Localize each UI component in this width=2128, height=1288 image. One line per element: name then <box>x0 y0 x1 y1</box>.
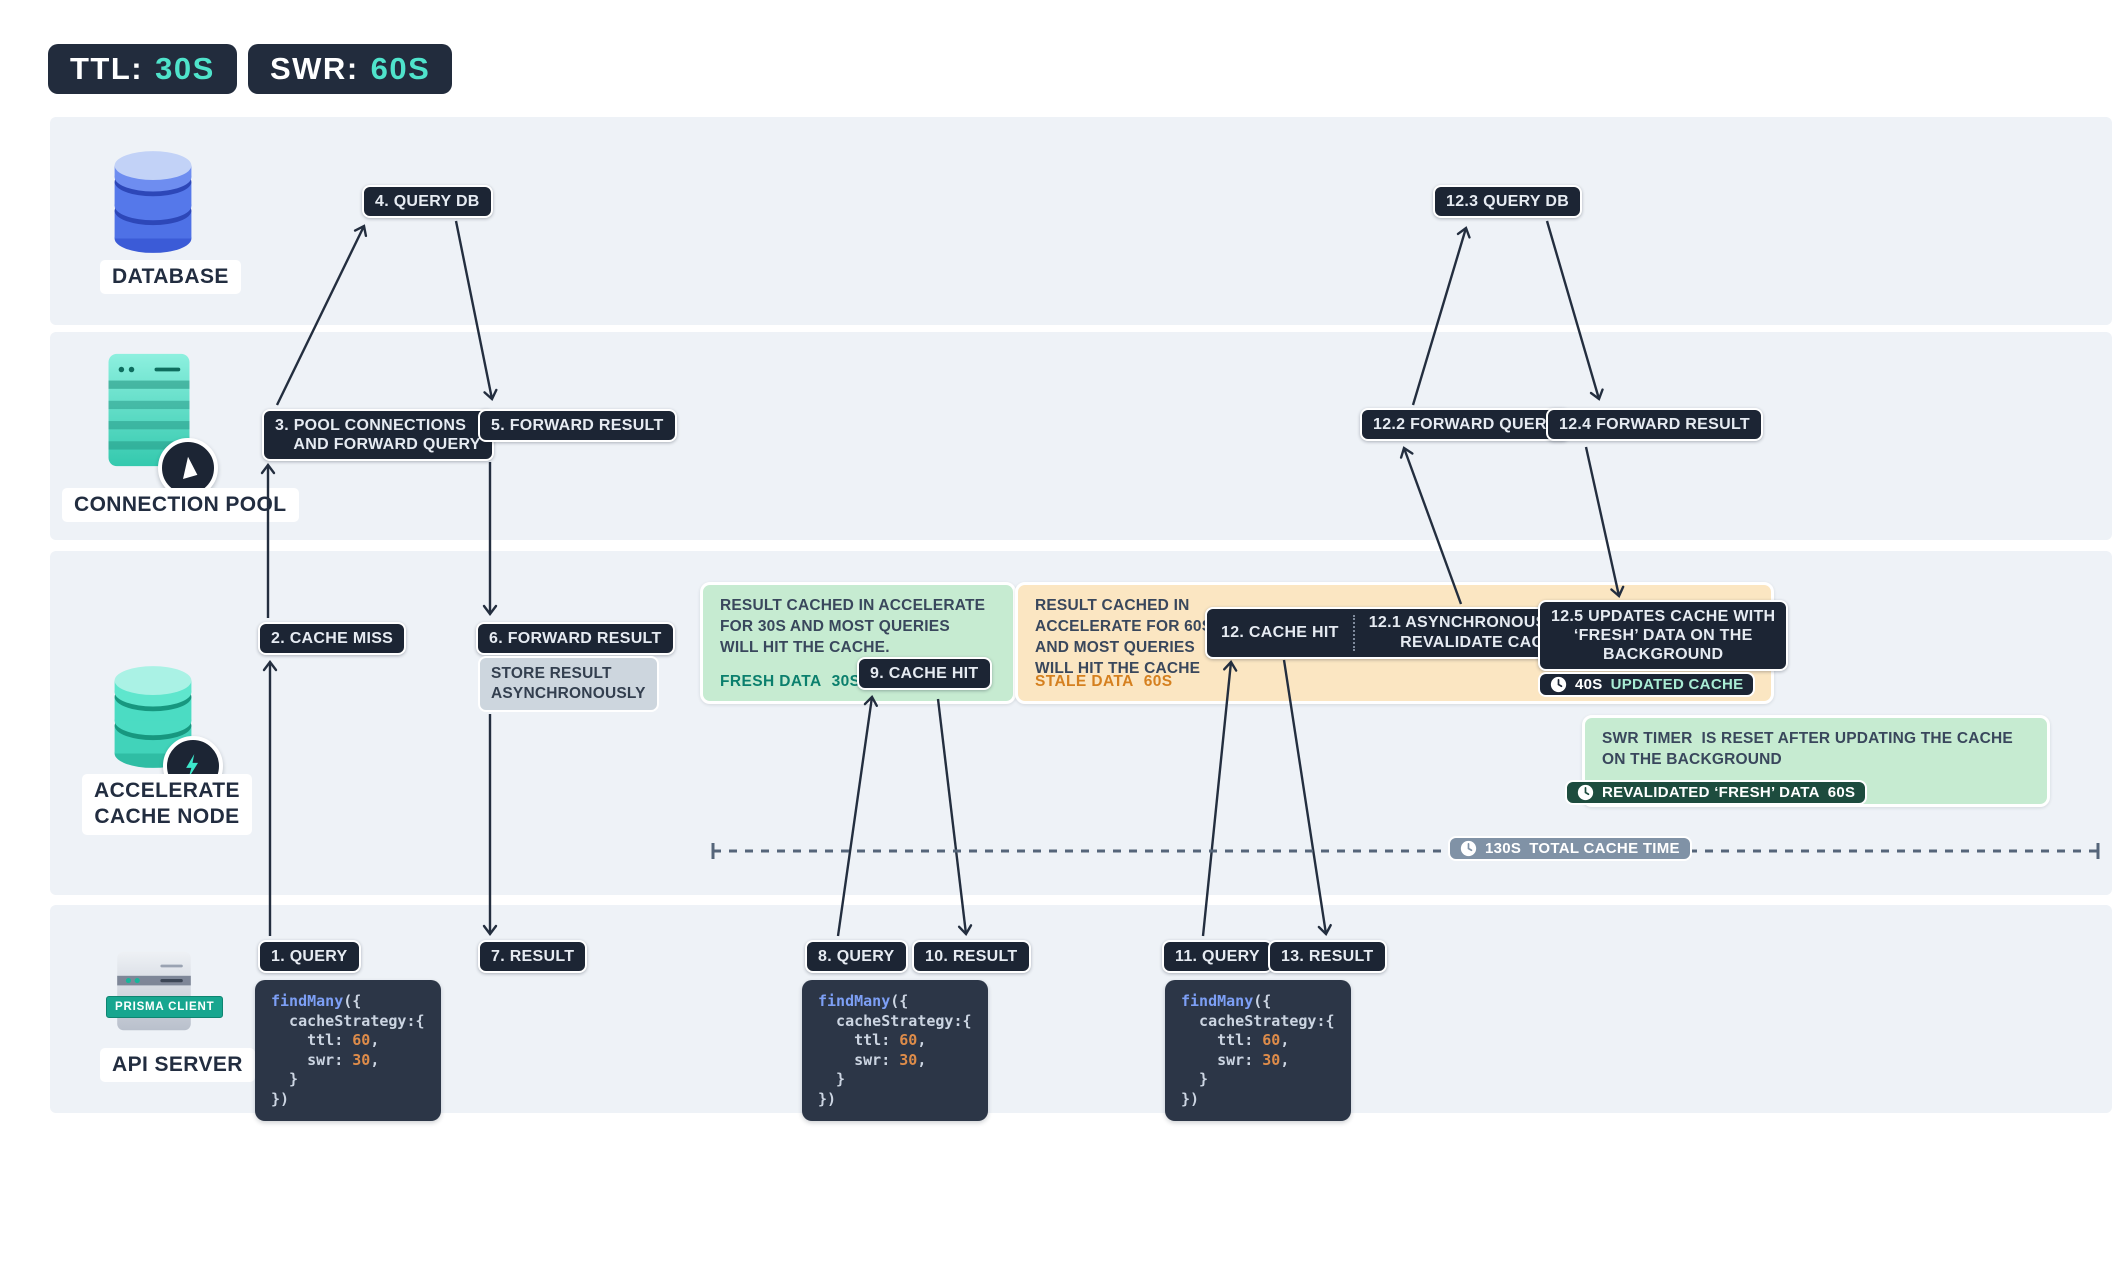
revalidated-label: REVALIDATED ‘FRESH’ DATA <box>1602 784 1820 801</box>
code-block-query11: findMany({ cacheStrategy:{ ttl: 60, swr:… <box>1165 980 1351 1121</box>
swr-badge: SWR: 60S <box>248 44 453 94</box>
total-cache-time-pill: 130S TOTAL CACHE TIME <box>1448 836 1692 861</box>
api-server-icon <box>117 951 191 1031</box>
database-label: DATABASE <box>100 260 241 295</box>
ttl-value: 30S <box>155 51 215 86</box>
updated-cache-pill: 40S UPDATED CACHE <box>1538 672 1756 697</box>
step-12-2-forward-query: 12.2 FORWARD QUERY <box>1360 408 1571 441</box>
swr-label: SWR: <box>270 51 359 86</box>
swr-reset-text: SWR TIMER IS RESET AFTER UPDATING THE CA… <box>1602 730 2013 768</box>
updated-cache-value: 40S <box>1575 676 1603 693</box>
api-server-label: API SERVER <box>100 1048 255 1083</box>
step-8-query: 8. QUERY <box>805 940 908 973</box>
revalidated-pill: REVALIDATED ‘FRESH’ DATA 60S <box>1565 780 1868 805</box>
step-13-result: 13. RESULT <box>1268 940 1387 973</box>
fresh-note-text: RESULT CACHED IN ACCELERATE FOR 30S AND … <box>720 597 986 656</box>
accelerate-cache-label: ACCELERATE CACHE NODE <box>82 774 252 835</box>
step-3-pool-connections: 3. POOL CONNECTIONS AND FORWARD QUERY <box>262 409 494 462</box>
revalidated-value: 60S <box>1827 784 1856 801</box>
step-12-5-updates-cache: 12.5 UPDATES CACHE WITH ‘FRESH’ DATA ON … <box>1538 600 1789 671</box>
store-result-note: STORE RESULT ASYNCHRONOUSLY <box>478 656 659 713</box>
lane-database <box>50 117 2112 325</box>
code-block-query1: findMany({ cacheStrategy:{ ttl: 60, swr:… <box>255 980 441 1121</box>
ttl-label: TTL: <box>70 51 144 86</box>
step-6-forward-result: 6. FORWARD RESULT <box>476 622 675 655</box>
step-2-cache-miss: 2. CACHE MISS <box>258 622 407 655</box>
step-7-result: 7. RESULT <box>478 940 588 973</box>
step-1-query: 1. QUERY <box>258 940 361 973</box>
step-9-cache-hit: 9. CACHE HIT <box>857 657 992 690</box>
step-11-query: 11. QUERY <box>1162 940 1273 973</box>
clock-icon <box>1550 676 1567 693</box>
step-4-query-db: 4. QUERY DB <box>362 185 493 218</box>
step-12-combined-badge: 12. CACHE HIT 12.1 ASYNCHRONOUSLY REVALI… <box>1205 607 1583 659</box>
clock-icon <box>1460 840 1477 857</box>
database-icon <box>114 151 192 253</box>
step-12-4-forward-result: 12.4 FORWARD RESULT <box>1546 408 1763 441</box>
clock-icon <box>1577 784 1594 801</box>
prisma-triangle-icon <box>183 456 198 479</box>
lightning-bolt-icon <box>186 754 198 778</box>
prisma-client-ribbon: PRISMA CLIENT <box>106 996 224 1018</box>
updated-cache-label: UPDATED CACHE <box>1610 676 1744 693</box>
step-12-1-revalidate: 12.1 ASYNCHRONOUSLY REVALIDATE CACHE <box>1368 614 1567 651</box>
total-cache-value: 130S <box>1485 840 1522 857</box>
connection-pool-icon <box>108 353 190 467</box>
step-10-result: 10. RESULT <box>912 940 1031 973</box>
swr-value: 60S <box>370 51 431 86</box>
stale-note-text: RESULT CACHED IN ACCELERATE FOR 60S AND … <box>1035 597 1213 677</box>
step-12-cache-hit: 12. CACHE HIT <box>1221 624 1339 642</box>
step-5-forward-result: 5. FORWARD RESULT <box>478 409 677 442</box>
ttl-badge: TTL: 30S <box>48 44 237 94</box>
connection-pool-label: CONNECTION POOL <box>62 488 299 523</box>
step-12-3-query-db: 12.3 QUERY DB <box>1433 185 1583 218</box>
total-cache-label: TOTAL CACHE TIME <box>1529 840 1680 857</box>
dotted-divider <box>1352 615 1355 651</box>
code-block-query8: findMany({ cacheStrategy:{ ttl: 60, swr:… <box>802 980 988 1121</box>
